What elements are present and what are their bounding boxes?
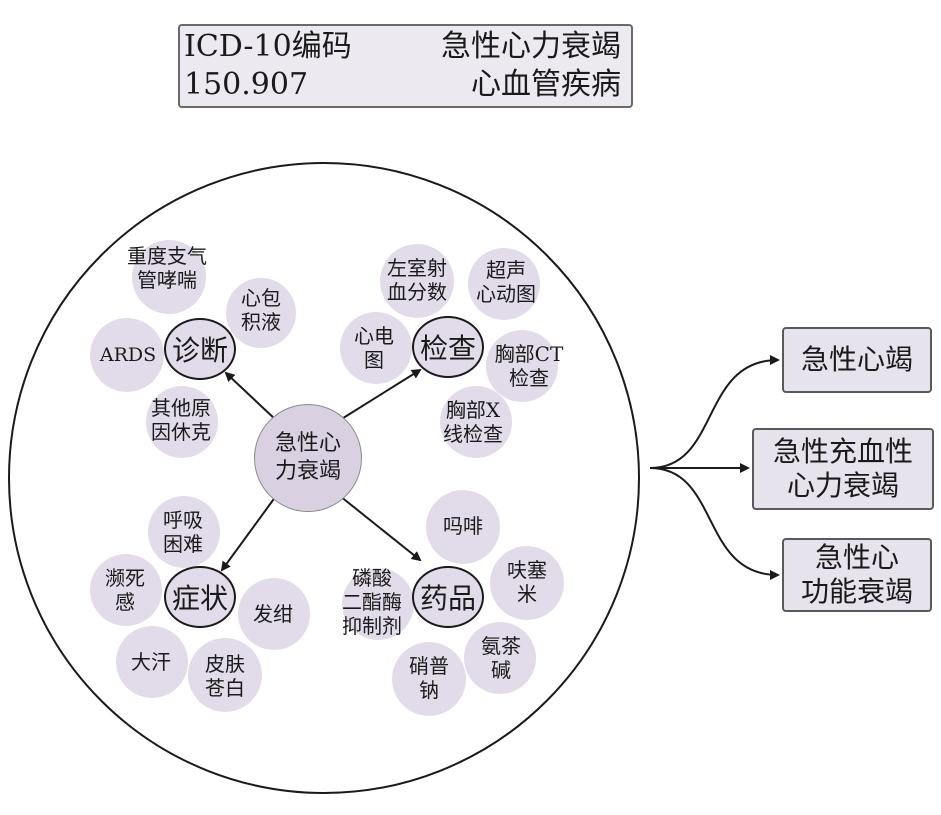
bubble <box>90 554 162 626</box>
branch-label: 诊断 <box>171 334 228 367</box>
center-node-disease: 急性心 力衰竭 <box>254 404 362 512</box>
branch-label: 检查 <box>419 332 476 365</box>
header-box: ICD-10编码 急性心力衰竭 150.907 心血管疾病 <box>178 24 633 108</box>
symptom-item: 大汗 <box>131 650 171 674</box>
branch-label: 药品 <box>419 582 476 615</box>
bubble <box>146 386 218 458</box>
branch-node-drug: 药品 <box>412 566 484 628</box>
synonym-box: 急性心竭 <box>782 327 932 393</box>
bubble <box>116 626 188 698</box>
center-line-1: 急性心 <box>274 431 341 456</box>
drug-item: 磷酸 二酯酶 抑制剂 <box>342 566 402 638</box>
bubble <box>188 638 262 712</box>
drug-item: 硝普 钠 <box>409 654 449 702</box>
drug-item: 吗啡 <box>443 514 483 538</box>
branch-node-symptom: 症状 <box>164 566 236 628</box>
exam-item: 超声 心动图 <box>476 258 536 306</box>
bubble <box>342 568 414 640</box>
bubble <box>340 312 412 384</box>
symptom-item: 皮肤 苍白 <box>205 652 245 700</box>
diagnosis-item: 心包 积液 <box>241 286 281 334</box>
drug-item: 呋塞 米 <box>507 558 547 606</box>
drug-item: 氨茶 碱 <box>481 634 521 682</box>
center-line-2: 力衰竭 <box>274 459 341 484</box>
code-value: 150.907 <box>184 67 309 102</box>
disease-category: 心血管疾病 <box>471 67 621 102</box>
diagnosis-item: 其他原 因休克 <box>151 396 211 444</box>
diagnosis-item: 重度支气 管哮喘 <box>127 244 207 292</box>
bubble <box>426 490 500 564</box>
synonym-box: 急性心 功能衰竭 <box>782 538 932 612</box>
exam-item: 胸部CT 检查 <box>494 342 564 390</box>
synonym-box: 急性充血性 心力衰竭 <box>752 428 934 510</box>
bubble <box>468 248 540 320</box>
symptom-item: 濒死 感 <box>105 566 145 614</box>
arrow-to-synonym-1 <box>649 355 780 469</box>
arrow-to-exam <box>339 368 422 421</box>
branch-label: 症状 <box>171 582 228 615</box>
symptom-item: 呼吸 困难 <box>163 508 203 556</box>
symptom-item: 发绀 <box>253 602 293 626</box>
branch-node-diagnosis: 诊断 <box>164 318 236 380</box>
arrow-to-drug <box>339 495 422 562</box>
disease-name: 急性心力衰竭 <box>441 29 621 64</box>
bubble <box>132 240 206 314</box>
bubble <box>490 546 564 620</box>
bubble <box>392 642 466 716</box>
bubble <box>90 318 164 392</box>
bubble <box>440 386 512 458</box>
exam-item: 左室射 血分数 <box>387 256 447 304</box>
bubble <box>464 622 536 694</box>
bubble <box>238 578 310 650</box>
diagnosis-item: ARDS <box>99 344 157 366</box>
arrow-to-diagnosis <box>224 371 277 421</box>
bubble <box>486 330 558 402</box>
branch-node-exam: 检查 <box>412 316 484 378</box>
bubble <box>148 496 220 568</box>
bubble <box>226 278 296 348</box>
arrow-to-symptom <box>220 495 277 572</box>
code-label: ICD-10编码 <box>184 29 352 64</box>
arrow-to-synonym-3 <box>649 467 780 580</box>
exam-item: 心电 图 <box>354 324 394 372</box>
bubble <box>380 244 454 318</box>
knowledge-ring <box>8 162 640 794</box>
exam-item: 胸部X 线检查 <box>443 398 503 446</box>
